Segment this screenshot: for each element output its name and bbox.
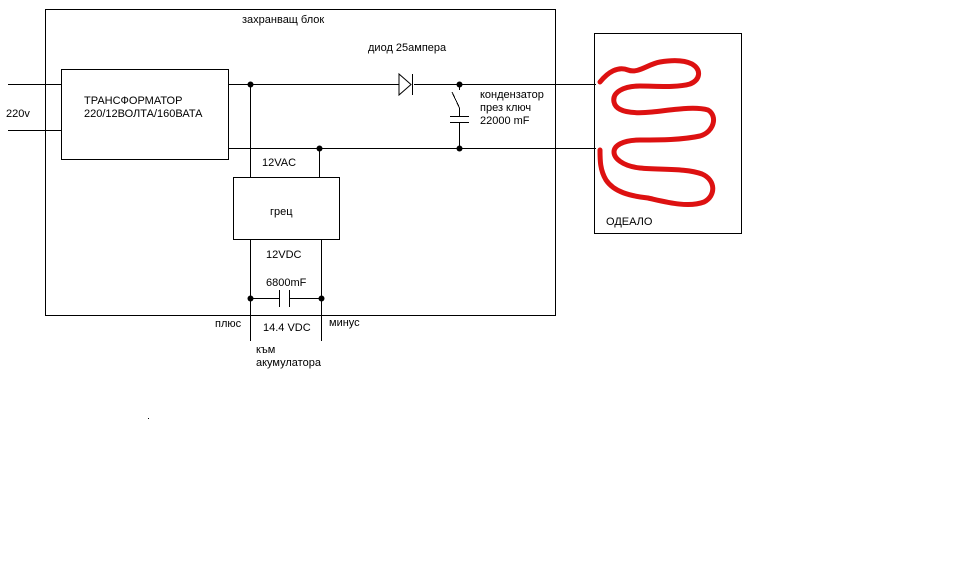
- junction-dot: [247, 81, 254, 88]
- capacitor-switch-label-line3: 22000 mF: [480, 115, 530, 127]
- ac-voltage-label: 12VAC: [262, 157, 297, 169]
- mains-label: 220v: [6, 108, 30, 120]
- to-battery-label-line2: акумулатора: [256, 357, 321, 369]
- diode-symbol: [398, 72, 413, 97]
- transformer-label-line2: 220/12ВОЛТА/160ВАТА: [84, 108, 203, 120]
- plus-label: плюс: [215, 318, 242, 330]
- junction-dot: [247, 295, 254, 302]
- transformer-label-line1: ТРАНСФОРМАТОР: [84, 95, 183, 107]
- rectifier-box: [233, 177, 340, 240]
- filter-capacitor-symbol: [250, 290, 321, 307]
- junction-dot: [316, 145, 323, 152]
- capacitor-switch-label-line1: кондензатор: [480, 89, 544, 101]
- capacitor-switch-label-line2: през ключ: [480, 102, 532, 114]
- battery-voltage-label: 14.4 VDC: [263, 322, 311, 334]
- to-battery-label-line1: към: [256, 344, 276, 356]
- dc-voltage-label: 12VDC: [266, 249, 302, 261]
- diode-label: диод 25ампера: [368, 42, 447, 54]
- junction-dot: [318, 295, 325, 302]
- power-supply-enclosure: [45, 9, 556, 316]
- junction-dot: [456, 145, 463, 152]
- transformer-box: [61, 69, 229, 160]
- stray-dot: [148, 418, 149, 419]
- switched-capacitor-symbol: [450, 84, 469, 148]
- rectifier-label: грец: [270, 206, 293, 218]
- minus-label: минус: [329, 317, 360, 329]
- blanket-box: [594, 33, 742, 234]
- heating-element: [597, 58, 717, 207]
- blanket-label: ОДЕАЛО: [606, 216, 653, 228]
- junction-dot: [456, 81, 463, 88]
- enclosure-title: захранващ блок: [242, 14, 325, 26]
- filter-cap-label: 6800mF: [266, 277, 307, 289]
